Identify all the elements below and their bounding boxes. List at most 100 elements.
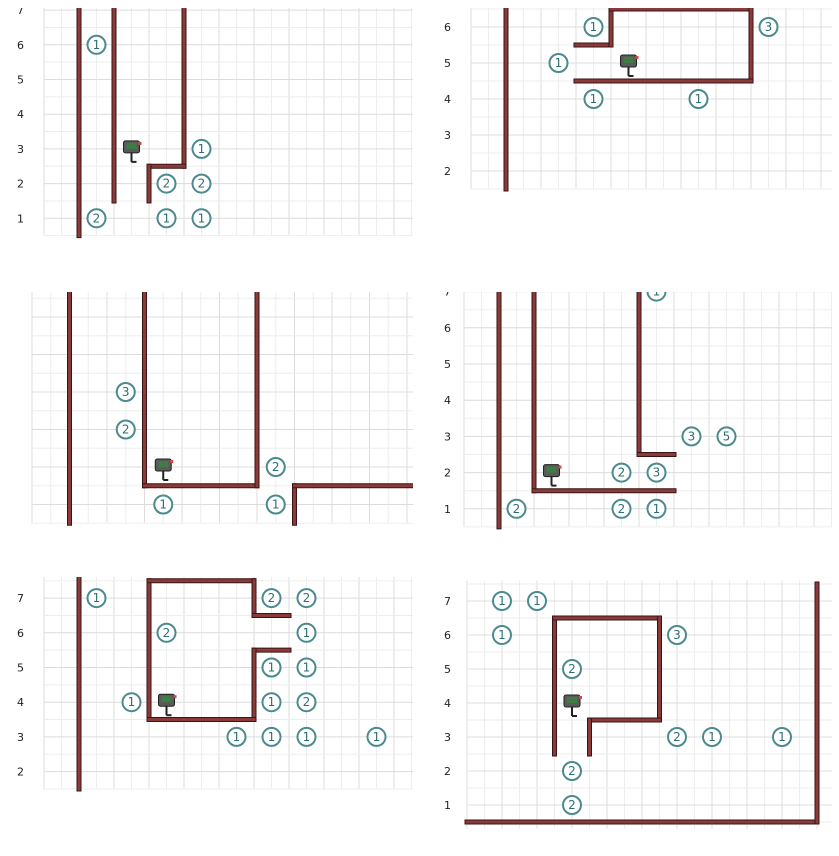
coin-count: 2 (568, 662, 576, 676)
coin-marker: 1 (156, 208, 177, 229)
coin-marker: 3 (681, 426, 702, 447)
coin-marker: 2 (611, 462, 632, 483)
grid-lines (31, 292, 413, 524)
coin-count: 1 (778, 730, 786, 744)
coin-marker: 1 (492, 625, 512, 645)
y-tick-label: 1 (444, 799, 451, 812)
x-tick-label: 1 (499, 841, 506, 843)
coin-circle (156, 622, 177, 643)
coin-circle (265, 494, 286, 515)
coin-marker: 1 (265, 494, 286, 515)
coin-count: 2 (93, 211, 101, 225)
y-tick-label: 2 (444, 165, 451, 178)
robot-icon (620, 54, 639, 77)
coin-marker: 1 (688, 89, 709, 109)
y-tick-label: 7 (17, 592, 24, 605)
coin-marker: 2 (296, 588, 317, 609)
robot-icon (543, 464, 562, 487)
coin-marker: 1 (191, 208, 212, 229)
coin-circle (191, 173, 212, 194)
coin-marker: 1 (702, 727, 722, 747)
coin-marker: 3 (758, 17, 779, 37)
y-tick-label: 4 (444, 394, 451, 407)
coin-count: 3 (688, 429, 696, 443)
coin-count: 2 (272, 460, 280, 474)
coin-count: 1 (163, 211, 171, 225)
y-tick-label: 3 (17, 731, 24, 744)
coin-count: 3 (673, 628, 681, 642)
x-tick-label: 10 (810, 841, 824, 843)
grid-lines (470, 8, 832, 190)
robot-icon (158, 693, 177, 717)
coin-count: 3 (653, 466, 661, 480)
world-panel-1: 1234567821122111 (13, 8, 413, 265)
coin-count: 2 (268, 591, 276, 605)
robot-light (170, 460, 174, 463)
walls (76, 8, 187, 239)
coin-count: 1 (303, 730, 311, 744)
coin-circle (226, 726, 247, 747)
y-tick-label: 2 (444, 765, 451, 778)
coin-count: 1 (268, 661, 276, 675)
coin-count: 2 (122, 423, 130, 437)
coin-circle (646, 292, 667, 302)
y-tick-label: 6 (17, 39, 24, 52)
robot-icon (123, 140, 142, 163)
walls (503, 8, 754, 192)
coin-marker: 2 (296, 692, 317, 713)
coin-count: 1 (272, 498, 280, 512)
coin-marker: 2 (86, 208, 107, 229)
coin-marker: 1 (646, 498, 667, 519)
coin-count: 1 (555, 56, 563, 70)
world-grid-5: 23456781112221111121111 (17, 577, 413, 792)
robot-icon (563, 694, 582, 717)
y-tick-label: 2 (17, 178, 24, 191)
coin-marker: 2 (562, 761, 582, 781)
walls (76, 577, 292, 792)
coin-count: 1 (590, 20, 598, 34)
robot-screen (161, 696, 172, 703)
x-tick-label: 7 (709, 841, 716, 843)
coin-count: 1 (590, 92, 598, 106)
coin-marker: 1 (191, 138, 212, 159)
coin-count: 1 (373, 730, 381, 744)
y-tick-label: 1 (17, 212, 24, 225)
x-tick-label: 8 (744, 841, 751, 843)
y-tick-label: 3 (444, 129, 451, 142)
world-grid-4: 12345678113523221 (444, 292, 832, 530)
y-tick-label: 5 (444, 663, 451, 676)
coin-count: 3 (765, 20, 773, 34)
coin-circle (562, 795, 582, 815)
coin-marker: 2 (261, 588, 282, 609)
coin-count: 1 (653, 502, 661, 516)
coin-circle (562, 659, 582, 679)
coin-count: 1 (533, 594, 541, 608)
x-tick-label: 2 (534, 841, 541, 843)
coin-count: 2 (673, 730, 681, 744)
coin-circle (261, 657, 282, 678)
coin-marker: 1 (772, 727, 792, 747)
coin-circle (646, 462, 667, 483)
robot-screen (158, 461, 169, 467)
y-tick-label: 2 (444, 467, 451, 480)
coin-marker: 2 (611, 498, 632, 519)
coin-circle (702, 727, 722, 747)
coin-circle (772, 727, 792, 747)
coin-marker: 3 (667, 625, 687, 645)
y-tick-label: 5 (17, 74, 24, 87)
coin-circle (156, 208, 177, 229)
x-tick-label: 3 (569, 841, 576, 843)
world-grid-2: 23456784113111 (444, 8, 832, 192)
coin-count: 1 (233, 730, 241, 744)
coin-count: 2 (568, 764, 576, 778)
coin-circle (191, 138, 212, 159)
robot-light (579, 696, 582, 699)
y-tick-label: 4 (444, 93, 451, 106)
coin-marker: 1 (366, 726, 387, 747)
world-grid-3: 11222232211 (31, 292, 413, 526)
coin-circle (153, 494, 174, 515)
coin-circle (296, 657, 317, 678)
coin-count: 1 (268, 730, 276, 744)
y-tick-label: 3 (444, 430, 451, 443)
coin-marker: 1 (548, 53, 569, 73)
